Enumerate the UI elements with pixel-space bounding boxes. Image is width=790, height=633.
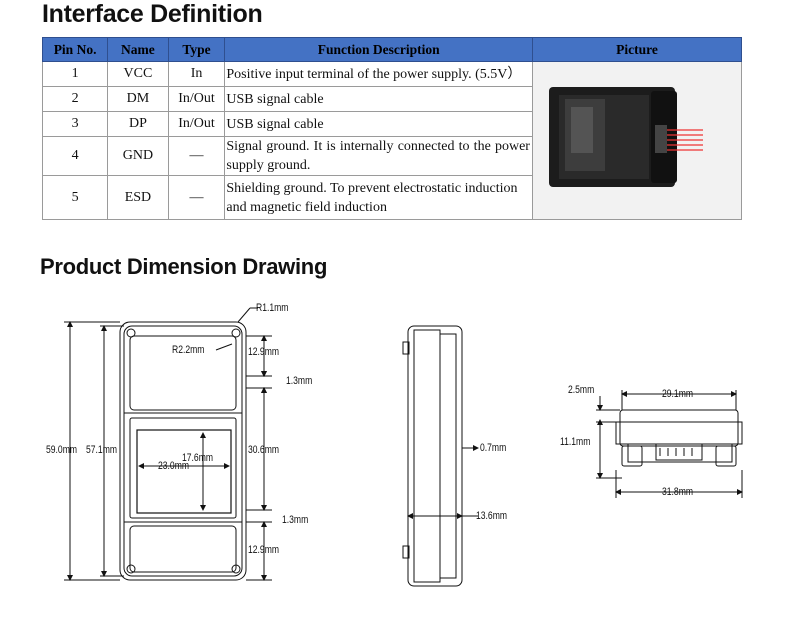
dim-height-inner: 57.1mm xyxy=(86,444,118,456)
table-row: 1 VCC In Positive input terminal of the … xyxy=(41,61,743,220)
dim-top-width: 29.1mm xyxy=(662,388,694,400)
side-view xyxy=(402,325,479,587)
header-function-description: Function Description xyxy=(224,37,533,62)
dim-r-outer: R1.1mm xyxy=(256,302,289,314)
table-row: 5 ESD — Shielding ground. To prevent ele… xyxy=(41,175,742,220)
module-photo xyxy=(534,63,739,213)
header-picture: Picture xyxy=(531,37,743,62)
name-cell: VCC xyxy=(107,61,169,87)
type-cell: — xyxy=(167,175,226,220)
type-cell: — xyxy=(167,136,226,176)
product-dimension-heading: Product Dimension Drawing xyxy=(40,254,328,279)
name-cell: ESD xyxy=(107,175,169,220)
end-view xyxy=(596,390,743,498)
dim-r-inner: R2.2mm xyxy=(172,344,205,356)
dim-height-outer: 59.0mm xyxy=(46,444,78,456)
dim-depth: 13.6mm xyxy=(476,510,508,522)
interface-definition-heading: Interface Definition xyxy=(42,0,263,28)
pin-cell: 5 xyxy=(41,175,109,220)
dim-sensor-h: 17.6mm xyxy=(182,452,214,464)
description-cell: USB signal cable xyxy=(224,111,533,137)
description-cell: USB signal cable xyxy=(224,86,533,112)
pin-cell: 3 xyxy=(41,111,109,137)
dim-bottom-width: 31.8mm xyxy=(662,486,694,498)
dim-middle: 30.6mm xyxy=(248,444,280,456)
picture-cell xyxy=(531,61,743,220)
dim-top-window: 12.9mm xyxy=(248,346,280,358)
description-cell: Shielding ground. To prevent electrostat… xyxy=(224,175,533,220)
description-cell: Signal ground. It is internally connecte… xyxy=(224,136,533,176)
dim-end-height: 11.1mm xyxy=(560,436,591,448)
dim-top-step: 2.5mm xyxy=(568,384,595,396)
table-row: 3 DP In/Out USB signal cable xyxy=(41,111,742,137)
dim-bottom-window: 12.9mm xyxy=(248,544,280,556)
table-header-row: Pin No. Name Type Function Description P… xyxy=(41,37,743,62)
pin-cell: 1 xyxy=(41,61,109,87)
dim-gap-top: 1.3mm xyxy=(286,375,313,387)
header-name: Name xyxy=(107,37,169,62)
header-pin-no: Pin No. xyxy=(41,37,109,62)
name-cell: DP xyxy=(107,111,169,137)
dim-thickness: 0.7mm xyxy=(480,442,507,454)
front-view xyxy=(64,307,272,581)
table-row: 2 DM In/Out USB signal cable xyxy=(41,86,742,112)
interface-table: Pin No. Name Type Function Description P… xyxy=(41,37,743,220)
dim-gap-bottom: 1.3mm xyxy=(282,514,309,526)
dim-sensor-w: 23.0mm xyxy=(158,460,190,472)
